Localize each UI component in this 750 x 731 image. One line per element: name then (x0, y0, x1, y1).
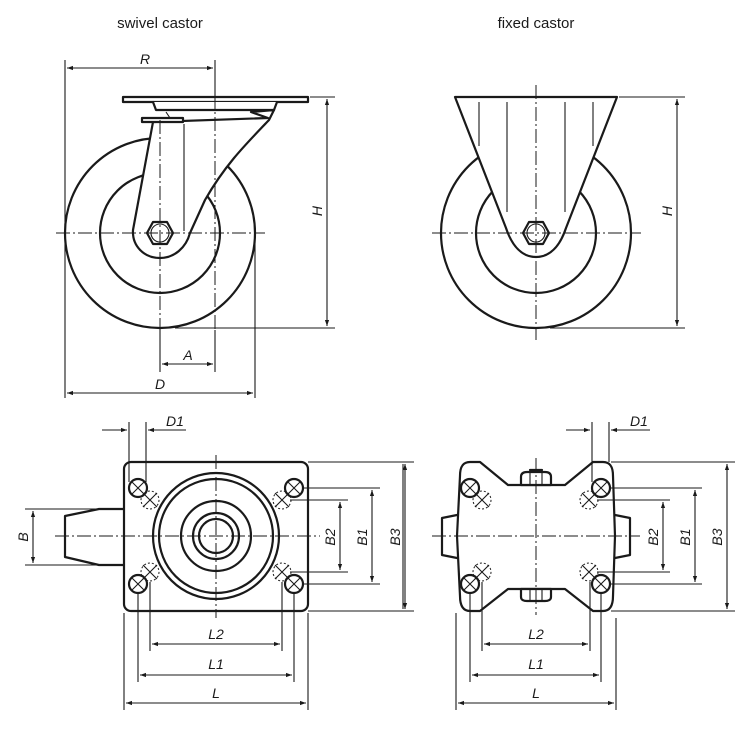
dim-label-B1-swivel: B1 (354, 528, 370, 545)
dim-label-L1-swivel: L1 (208, 656, 224, 672)
swivel-dimensions: R H A D (64, 51, 335, 398)
swivel-brake-lever (140, 116, 185, 124)
swivel-wheel-stub (63, 507, 127, 567)
dim-label-A: A (182, 347, 192, 363)
fixed-castor-title: fixed castor (498, 15, 575, 32)
dim-label-L2-swivel: L2 (208, 626, 224, 642)
dim-label-H-fixed: H (659, 205, 675, 216)
fixed-top-dimensions: D1 B2 B1 B3 L2 L1 L (402, 413, 735, 710)
dim-label-B3-swivel: B3 (387, 528, 403, 545)
fixed-castor-side-view (432, 85, 641, 340)
dim-label-D1-swivel: D1 (166, 413, 184, 429)
swivel-castor-side-view (56, 95, 310, 330)
dim-label-R: R (140, 51, 150, 67)
dim-label-B2-fixed: B2 (645, 528, 661, 545)
dim-label-B: B (15, 532, 31, 541)
dim-label-B1-fixed: B1 (677, 528, 693, 545)
fixed-top-nut-icon (519, 470, 553, 487)
fixed-castor-top-view (432, 458, 640, 615)
dim-label-L-swivel: L (212, 685, 220, 701)
dim-label-D: D (155, 376, 165, 392)
dim-label-B3-fixed: B3 (709, 528, 725, 545)
swivel-fork (131, 108, 276, 260)
dim-label-H-swivel: H (309, 205, 325, 216)
dim-label-D1-fixed: D1 (630, 413, 648, 429)
dim-label-L1-fixed: L1 (528, 656, 544, 672)
dim-label-L-fixed: L (532, 685, 540, 701)
dim-label-B2-swivel: B2 (322, 528, 338, 545)
swivel-castor-title: swivel castor (117, 15, 203, 32)
swivel-top-dimensions: D1 B B2 B1 B3 L2 L1 L (15, 413, 414, 710)
fixed-dimensions: H (550, 96, 685, 329)
swivel-castor-top-view (55, 455, 320, 618)
dim-label-L2-fixed: L2 (528, 626, 544, 642)
